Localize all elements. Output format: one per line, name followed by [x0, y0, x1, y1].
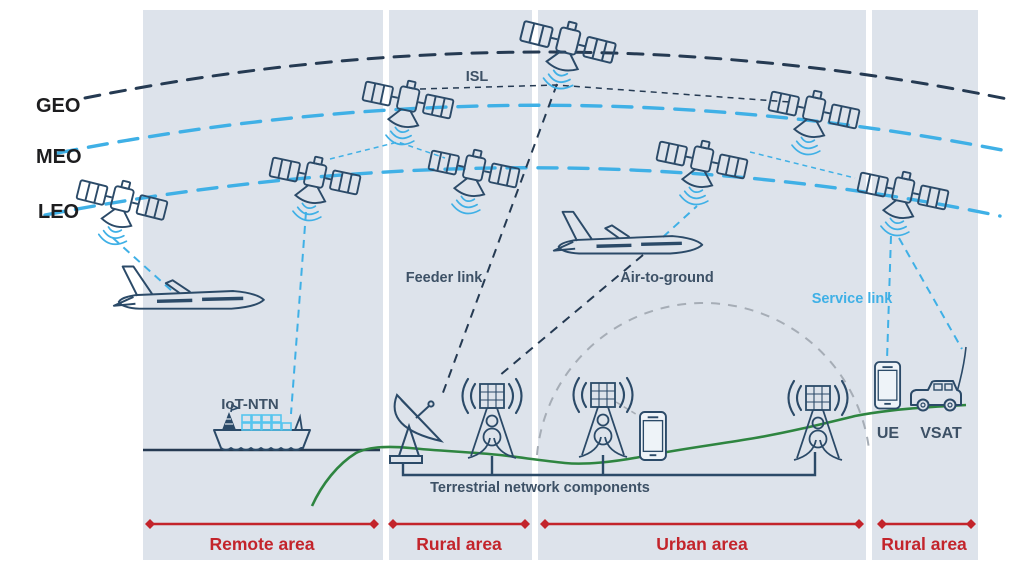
service-link-to-vsat: [898, 237, 963, 350]
ue-label: UE: [877, 425, 900, 442]
meo-orbit-arc: [56, 103, 1014, 155]
vsat-label: VSAT: [920, 425, 962, 442]
rural-area-right-label: Rural area: [881, 534, 967, 554]
ground-station-dish-icon: [389, 393, 445, 464]
panel-rural-area-left: [389, 10, 532, 560]
leo-orbit-label: LEO: [38, 201, 79, 223]
leo-intersatellite-link-right: [749, 151, 856, 179]
tower-to-phone-link: [615, 401, 640, 417]
rural-area-left-label: Rural area: [416, 534, 502, 554]
ue-smartphone-icon: [874, 361, 902, 410]
background-panels: [143, 10, 978, 560]
satellite-to-ship-link: [290, 211, 307, 415]
leo-intersatellite-link-left: [329, 141, 446, 160]
panel-remote-area: [143, 10, 383, 560]
geo-orbit-arc: [83, 50, 1014, 102]
cargo-ship-icon: [213, 403, 311, 451]
smartphone-urban-icon: [639, 411, 667, 461]
isl-link-label: ISL: [466, 69, 489, 85]
feeder-link-label: Feeder link: [406, 270, 483, 286]
vsat-vehicle-icon: [910, 346, 967, 412]
meo-orbit-label: MEO: [36, 146, 82, 168]
geo-orbit-label: GEO: [36, 95, 80, 117]
air-to-ground-link-label: Air-to-ground: [620, 270, 713, 286]
terrestrial-bus-line: [401, 452, 817, 477]
service-link-label: Service link: [812, 291, 894, 307]
plane-to-satellite-link: [662, 205, 698, 238]
panel-rural-area-right: [872, 10, 978, 560]
iot-ntn-label: IoT-NTN: [221, 396, 279, 413]
terrain-curve: [310, 403, 967, 507]
urban-area-label: Urban area: [656, 534, 748, 554]
area-markers: [145, 519, 976, 529]
remote-area-label: Remote area: [209, 534, 314, 554]
panel-urban-area: [538, 10, 866, 560]
service-link-to-ue: [886, 235, 892, 361]
container-stack: [241, 414, 292, 431]
coverage-dome-arc: [536, 302, 870, 456]
feeder-link: [440, 83, 558, 399]
terrestrial-components-label: Terrestrial network components: [430, 480, 650, 496]
